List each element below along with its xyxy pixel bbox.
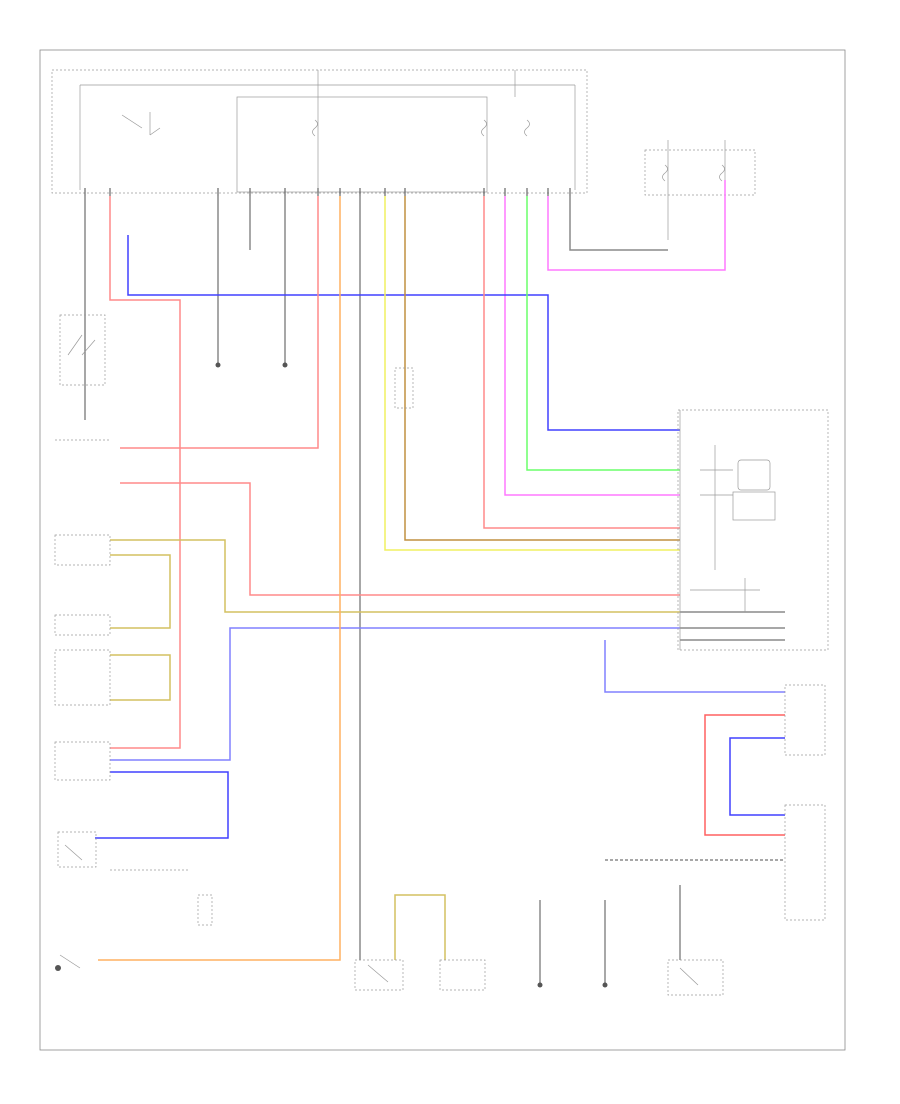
wire-blue-top (127, 235, 680, 431)
combination-meter (677, 409, 829, 651)
ground-wires (84, 196, 785, 988)
wire-magenta-top (547, 180, 726, 271)
passenger-detection-connector (784, 684, 826, 756)
meter-gray-wires (680, 611, 785, 641)
diagram-frame (39, 49, 846, 1051)
seat-position-connector (784, 804, 826, 921)
junction-connector-mid (394, 367, 414, 409)
wire-blue-buckle (95, 771, 229, 839)
wire-yellow (384, 196, 680, 551)
wire-pink-left (109, 196, 181, 749)
driver-buckle-switch (57, 831, 97, 868)
wire-red-right (704, 714, 785, 836)
wire-magenta (504, 196, 680, 496)
wire-brown (404, 196, 680, 541)
wire-blue-right (729, 737, 785, 816)
wire-tan-bottom (394, 894, 446, 960)
wire-tan-2 (110, 554, 171, 629)
driver-door-switch (55, 954, 81, 971)
junction-connector-bottom (439, 959, 486, 991)
wire-lightblue (110, 627, 680, 761)
wire-green (526, 196, 680, 471)
wire-orange (98, 196, 341, 961)
passenger-buckle-switch (667, 959, 724, 996)
junction-connector-3 (54, 741, 111, 781)
wire-lightblue-right (604, 640, 785, 693)
courtesy-switch (354, 959, 404, 991)
wire-pink-power (483, 196, 680, 529)
connector-pin-row (84, 188, 571, 196)
junction-connector-2 (54, 649, 111, 706)
junction-connector-1 (54, 534, 111, 636)
combination-switch (59, 314, 106, 386)
fuse-relay-box (51, 69, 588, 194)
wire-pink-seat (120, 482, 680, 596)
wire-tan-1 (110, 539, 680, 613)
gauge-fuse-group (644, 140, 756, 240)
junction-connector-lower (110, 869, 213, 926)
wire-tan-3 (110, 654, 171, 701)
wire-pink-dome (120, 196, 319, 449)
